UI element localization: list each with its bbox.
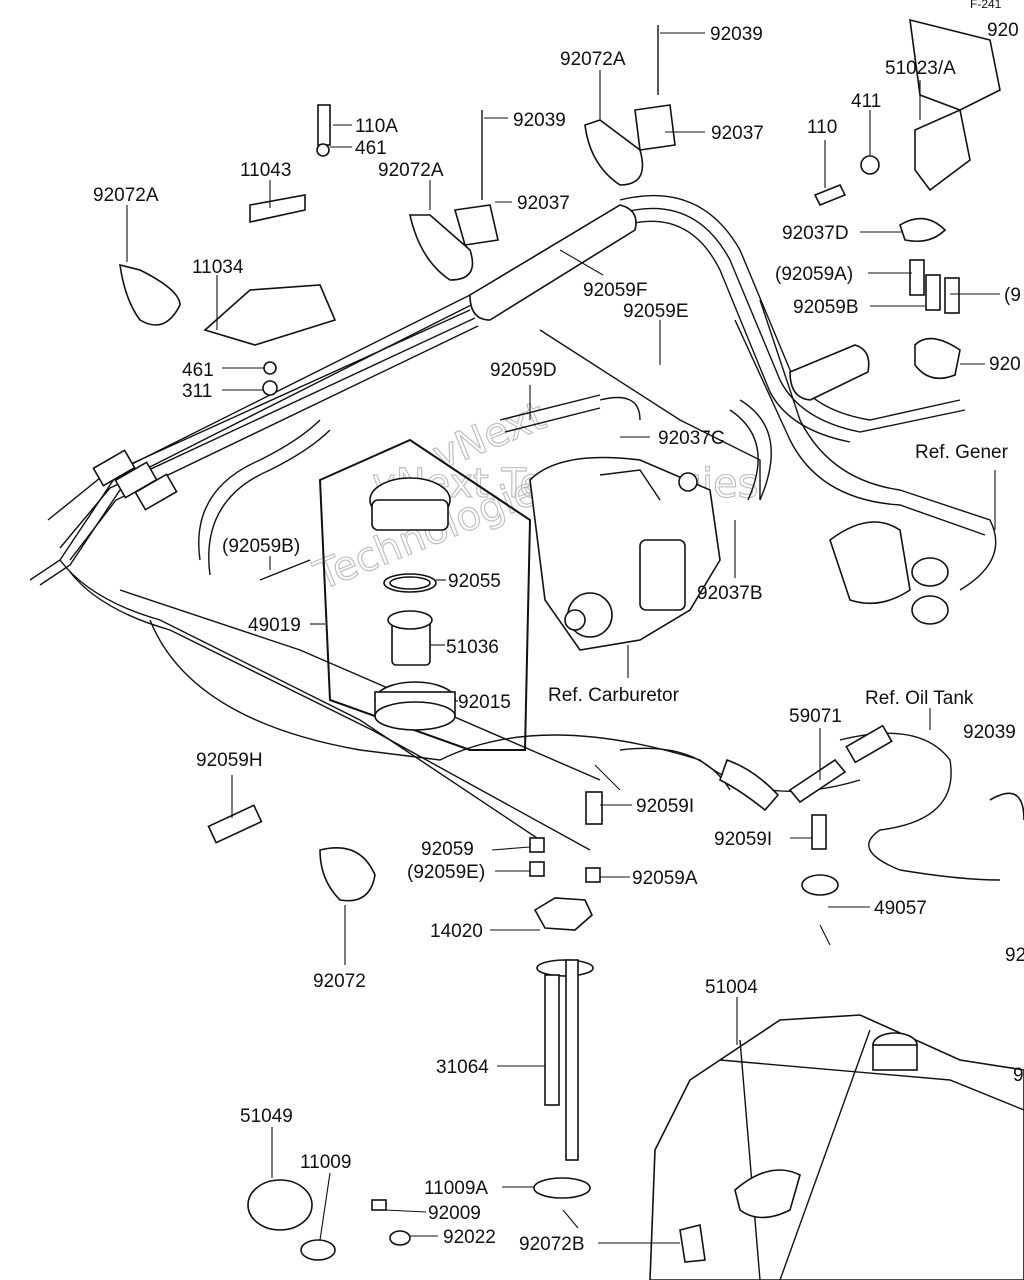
label-92059I-b: 92059I xyxy=(714,829,772,850)
label-92072: 92072 xyxy=(313,971,366,992)
label-92015: 92015 xyxy=(458,692,511,713)
bolt-110A xyxy=(317,104,331,146)
tube-sleeve-92059F xyxy=(469,204,637,321)
label-11009A: 11009A xyxy=(424,1178,488,1199)
label-311: 311 xyxy=(182,381,212,402)
label-ref-oil-tank: Ref. Oil Tank xyxy=(865,688,974,709)
clip-92037-mid xyxy=(453,204,499,246)
fuel-line-bundle xyxy=(29,194,1001,881)
filter-assembly-49019 xyxy=(318,438,532,751)
connector-92059I xyxy=(585,791,603,825)
carburetor xyxy=(529,456,721,651)
bracket-11034 xyxy=(203,284,337,346)
label-92037C: 92037C xyxy=(658,428,725,449)
label-9-right: (9 xyxy=(1004,285,1021,306)
label-92059D: 92059D xyxy=(490,360,557,381)
label-92039-right: 92039 xyxy=(963,722,1016,743)
label-51023A: 51023/A xyxy=(885,58,956,79)
clip-92037-top xyxy=(634,104,676,151)
label-92059F: 92059F xyxy=(583,280,647,301)
label-92037B: 92037B xyxy=(697,583,763,604)
label-11043: 11043 xyxy=(240,160,291,181)
cap-51049 xyxy=(247,1179,313,1231)
label-51004: 51004 xyxy=(705,977,758,998)
label-92037-top: 92037 xyxy=(711,123,764,144)
label-ref-carburetor: Ref. Carburetor xyxy=(548,685,680,706)
label-92009: 92009 xyxy=(428,1203,481,1224)
gasket-11009A xyxy=(533,1177,591,1199)
filter-49057 xyxy=(801,874,839,896)
label-92059E-paren: (92059E) xyxy=(407,862,485,883)
label-920-right: 920 xyxy=(989,354,1021,375)
label-51049: 51049 xyxy=(240,1106,293,1127)
tee-59071 xyxy=(788,758,847,804)
label-92059A: 92059A xyxy=(632,868,698,889)
label-49019: 49019 xyxy=(248,615,301,636)
label-92059E: 92059E xyxy=(623,301,689,322)
generator-ref-parts xyxy=(813,18,1024,821)
label-92-right: 92 xyxy=(1005,945,1024,966)
bracket-11043 xyxy=(249,194,306,223)
fuel-sender-assembly xyxy=(247,897,594,1261)
label-92059B-paren: (92059B) xyxy=(222,536,300,557)
gasket-11009 xyxy=(300,1239,336,1261)
tube-sleeves xyxy=(92,204,870,844)
clamp-92072A-mid xyxy=(409,214,474,281)
clamp-92072 xyxy=(319,846,376,902)
label-110: 110 xyxy=(807,117,837,138)
label-92039-mid: 92039 xyxy=(513,110,566,131)
label-59071: 59071 xyxy=(789,706,842,727)
label-92059: 92059 xyxy=(421,839,474,860)
hose-92059I xyxy=(719,758,780,812)
label-92072A-left: 92072A xyxy=(93,185,159,206)
label-51036: 51036 xyxy=(446,637,499,658)
label-461-bottom: 461 xyxy=(182,360,214,381)
label-92037D: 92037D xyxy=(782,223,849,244)
label-92037-mid: 92037 xyxy=(517,193,570,214)
clamp-92072A-left xyxy=(119,263,181,326)
part-labels: F-241 92039 92072A 92037 92039 92072A 92… xyxy=(93,0,1024,1255)
label-92059H: 92059H xyxy=(196,750,263,771)
label-411: 411 xyxy=(851,91,881,112)
label-920-topright: 920 xyxy=(987,20,1019,41)
label-461-top: 461 xyxy=(355,138,387,159)
connector-92059I-b xyxy=(811,814,827,850)
clamps-fasteners xyxy=(119,25,893,902)
nut-14020 xyxy=(533,897,593,931)
tube-92059H xyxy=(207,804,263,844)
label-110A: 110A xyxy=(355,116,398,137)
label-9-right-2: 9 xyxy=(1013,1065,1024,1086)
label-92072A-mid: 92072A xyxy=(378,160,444,181)
label-92059B: 92059B xyxy=(793,297,859,318)
label-92022: 92022 xyxy=(443,1227,496,1248)
label-92059I-a: 92059I xyxy=(636,796,694,817)
leader-lines xyxy=(126,32,1000,1244)
label-92072B: 92072B xyxy=(519,1234,585,1255)
label-49057: 49057 xyxy=(874,898,927,919)
label-92059A-paren: (92059A) xyxy=(775,264,853,285)
label-11009: 11009 xyxy=(300,1152,351,1173)
label-92055: 92055 xyxy=(448,571,501,592)
label-11034: 11034 xyxy=(192,257,244,278)
label-92072A-top: 92072A xyxy=(560,49,626,70)
label-92039-top: 92039 xyxy=(710,24,763,45)
fuel-cock-51023A xyxy=(914,108,971,192)
label-ref-generator: Ref. Gener xyxy=(915,442,1009,463)
tube-sleeve-right xyxy=(789,344,870,401)
label-page-code: F-241 xyxy=(970,0,1002,11)
fuel-tank-51004 xyxy=(649,1014,1024,1280)
clamp-92072A-top xyxy=(584,119,644,186)
label-31064: 31064 xyxy=(436,1057,489,1078)
label-14020: 14020 xyxy=(430,921,483,942)
